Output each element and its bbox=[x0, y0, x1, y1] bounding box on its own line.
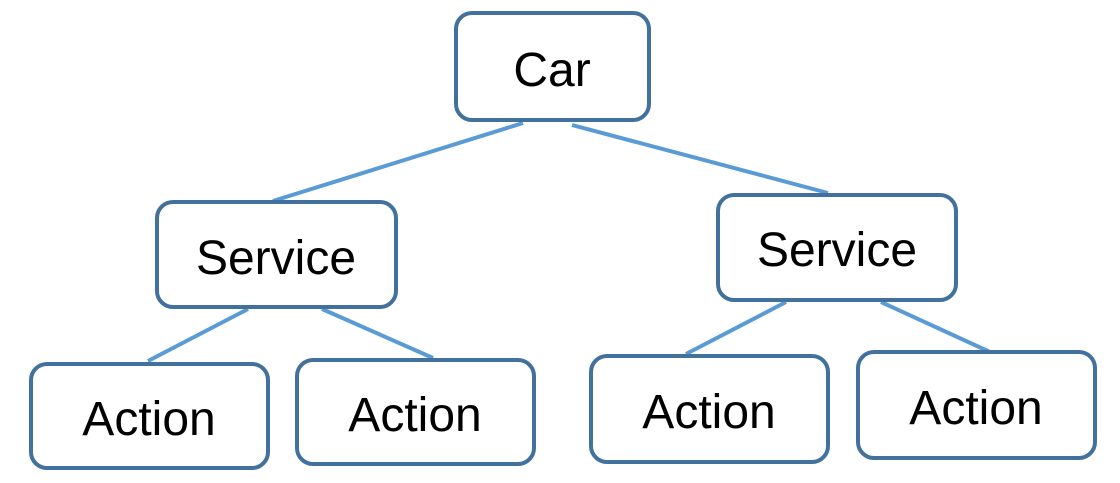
connector-service-2-to-action-4 bbox=[880, 300, 991, 354]
node-service-1-label: Service bbox=[196, 232, 356, 285]
node-service-2-box bbox=[716, 193, 958, 302]
node-action-4-label: Action bbox=[909, 382, 1042, 435]
connectors bbox=[147, 121, 991, 363]
connector-service-1-to-action-2 bbox=[321, 307, 434, 360]
node-action-4: Action bbox=[856, 350, 1097, 460]
node-service-1: Service bbox=[155, 200, 398, 309]
node-action-3: Action bbox=[589, 354, 830, 464]
node-action-2-box bbox=[295, 358, 536, 466]
connector-car-to-service-2 bbox=[571, 123, 829, 195]
node-action-3-box bbox=[589, 354, 830, 464]
node-car-box bbox=[454, 11, 651, 122]
node-service-2-label: Service bbox=[757, 224, 917, 277]
node-action-1-label: Action bbox=[82, 393, 215, 446]
node-action-3-label: Action bbox=[642, 386, 775, 439]
node-service-2: Service bbox=[716, 193, 958, 302]
node-action-2: Action bbox=[295, 358, 536, 466]
node-action-2-label: Action bbox=[348, 389, 481, 442]
node-action-1-box bbox=[29, 362, 270, 470]
connector-service-2-to-action-3 bbox=[685, 300, 787, 356]
node-service-1-box bbox=[155, 200, 398, 309]
node-car-label: Car bbox=[513, 44, 590, 97]
node-car: Car bbox=[454, 11, 651, 122]
connector-car-to-service-1 bbox=[272, 121, 524, 203]
connector-service-1-to-action-1 bbox=[147, 307, 249, 363]
node-action-1: Action bbox=[29, 362, 270, 470]
node-action-4-box bbox=[856, 350, 1097, 460]
